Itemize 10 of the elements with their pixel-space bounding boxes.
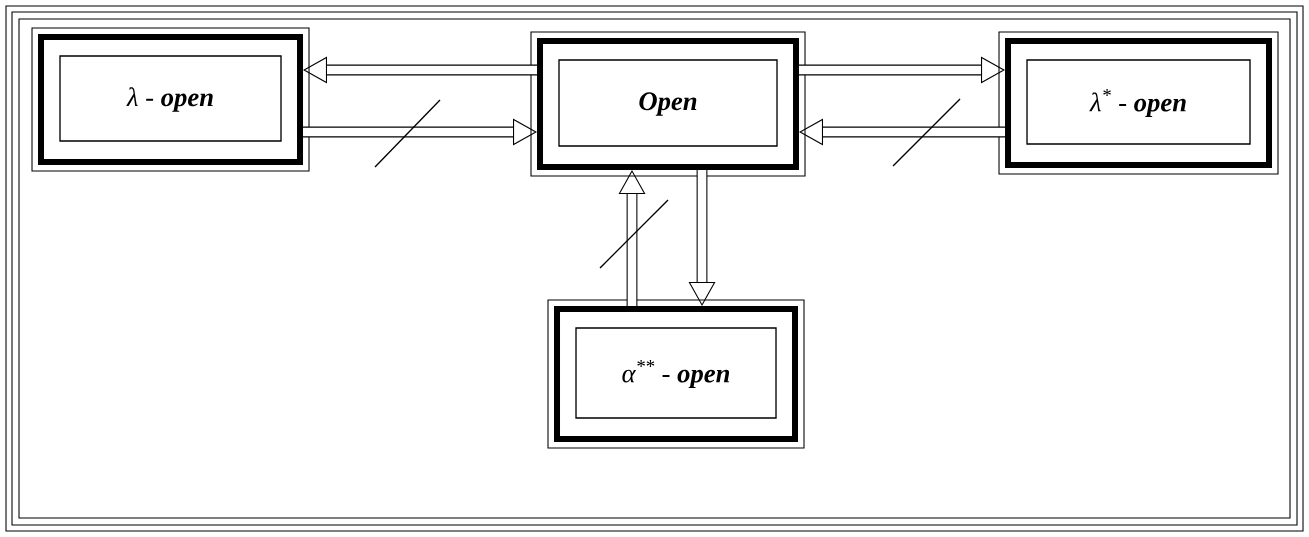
block-arrow — [799, 118, 1005, 146]
block-arrow — [303, 56, 537, 84]
block-arrow — [303, 118, 537, 146]
block-arrow — [688, 170, 716, 306]
node-box: λ$^{*}$ - open — [998, 31, 1279, 175]
node-box: λ - open — [31, 27, 310, 172]
block-arrow — [618, 170, 646, 306]
node-box: Open — [530, 31, 806, 177]
block-arrow — [799, 56, 1005, 84]
node-box: α$^{**}$ - open — [547, 299, 805, 449]
